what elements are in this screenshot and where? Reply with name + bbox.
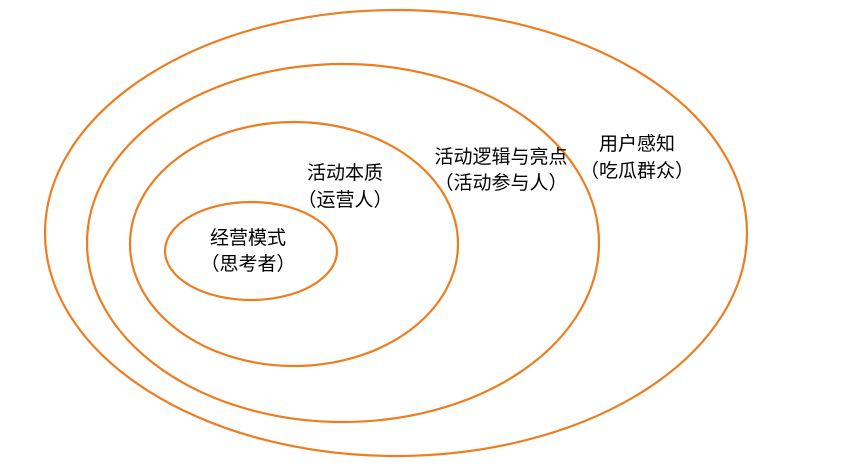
label-business-model-subtitle: （思考者） — [200, 253, 295, 275]
label-activity-essence-subtitle: （运营人） — [297, 189, 392, 211]
label-user-perception-title: 用户感知 — [599, 133, 675, 155]
label-user-perception: 用户感知 （吃瓜群众） — [580, 133, 694, 182]
label-activity-essence: 活动本质 （运营人） — [297, 162, 392, 211]
label-user-perception-subtitle: （吃瓜群众） — [580, 160, 694, 182]
ring-activity-essence — [128, 120, 460, 368]
label-activity-logic-title: 活动逻辑与亮点 — [434, 146, 567, 168]
label-activity-essence-title: 活动本质 — [307, 162, 383, 184]
label-activity-logic-subtitle: （活动参与人） — [434, 172, 567, 194]
ring-user-perception — [43, 8, 749, 458]
label-business-model: 经营模式 （思考者） — [200, 227, 295, 275]
ring-business-model — [163, 200, 339, 302]
ring-activity-logic — [85, 62, 601, 424]
label-activity-logic: 活动逻辑与亮点 （活动参与人） — [434, 146, 567, 194]
label-business-model-title: 经营模式 — [210, 227, 286, 249]
